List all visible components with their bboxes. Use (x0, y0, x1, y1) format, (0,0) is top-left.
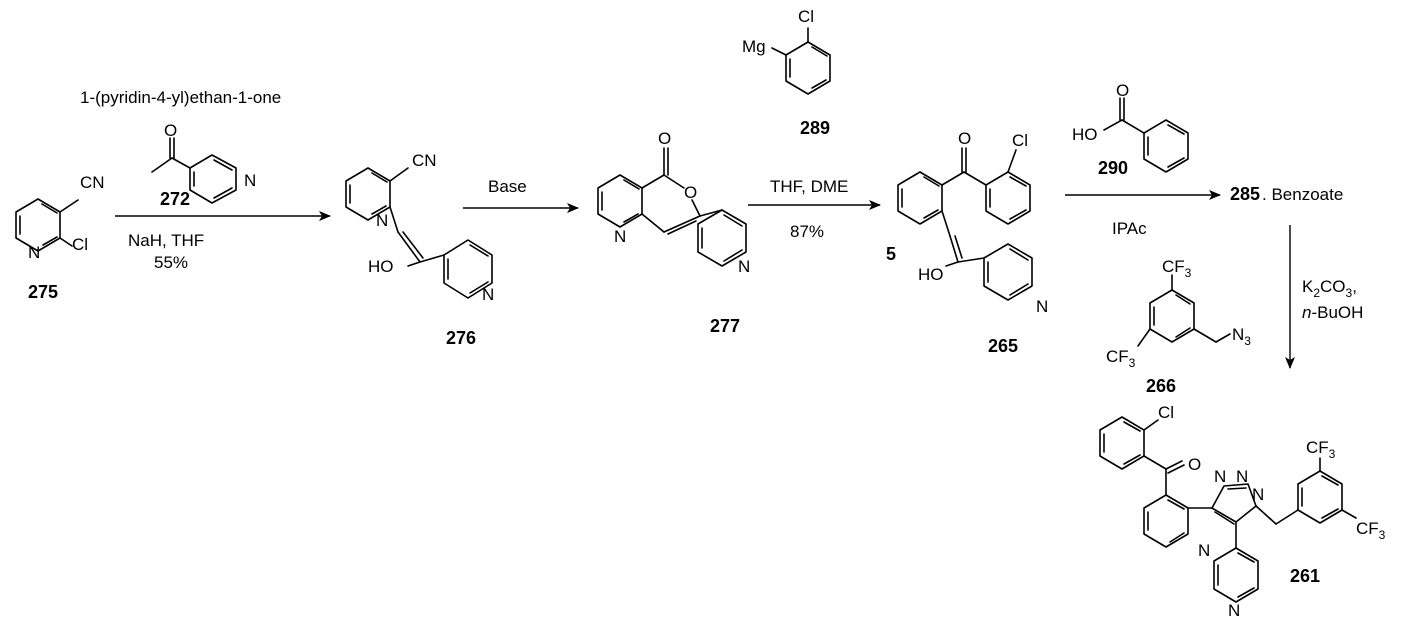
atom-o: O (164, 121, 177, 140)
atom-cf3-top: CF3 (1162, 257, 1192, 280)
atom-ho: HO (1072, 125, 1098, 144)
structure-272: 1-(pyridin-4-yl)ethan-1-one O N 272 (80, 88, 281, 209)
atom-n: N (482, 285, 494, 304)
atom-o: O (1116, 81, 1129, 100)
atom-mg: Mg (742, 37, 766, 56)
atom-n: N (1236, 467, 1248, 486)
atom-n: N (1214, 467, 1226, 486)
atom-o: O (658, 129, 671, 148)
step1-conditions: NaH, THF (128, 231, 204, 250)
atom-cf3-bottom: CF3 (1106, 347, 1136, 370)
structure-261: Cl O N N N N N CF3 CF3 261 (1099, 403, 1386, 620)
label-265: 265 (988, 336, 1018, 356)
step5-solvent: n-BuOH (1302, 303, 1363, 322)
reagent-272-name: 1-(pyridin-4-yl)ethan-1-one (80, 88, 281, 107)
label-275: 275 (28, 282, 58, 302)
atom-cl: Cl (72, 235, 88, 254)
atom-n: N (1252, 485, 1264, 504)
atom-o: O (1188, 455, 1201, 474)
atom-cn: CN (412, 151, 437, 170)
structure-276: CN N HO N 276 (345, 151, 494, 348)
atom-cn: CN (80, 173, 105, 192)
step1-yield: 55% (154, 253, 188, 272)
label-261: 261 (1290, 566, 1320, 586)
atom-cf3-upper: CF3 (1306, 438, 1336, 461)
atom-n: N (28, 243, 40, 262)
label-276: 276 (446, 328, 476, 348)
atom-o: O (958, 129, 971, 148)
structure-266: CF3 CF3 N3 266 (1106, 257, 1251, 396)
step3-yield: 87% (790, 222, 824, 241)
structure-275: CN N Cl 275 (15, 173, 105, 302)
atom-cf3-right: CF3 (1356, 519, 1386, 542)
label-5: 5 (886, 244, 896, 264)
structure-277: O O N N 277 (597, 129, 750, 336)
label-277: 277 (710, 316, 740, 336)
label-272: 272 (160, 189, 190, 209)
atom-cl: Cl (1158, 403, 1174, 422)
atom-n: N (376, 211, 388, 230)
atom-ho: HO (918, 265, 944, 284)
step5-base: K2CO3, (1302, 277, 1357, 300)
atom-n: N (738, 257, 750, 276)
step2-conditions: Base (488, 177, 527, 196)
atom-n: N (614, 227, 626, 246)
atom-cl: Cl (798, 7, 814, 26)
atom-o: O (684, 183, 697, 202)
label-285: 285 (1230, 184, 1260, 204)
label-289: 289 (800, 118, 830, 138)
structure-289: Cl Mg 289 (742, 7, 831, 138)
atom-n3: N3 (1232, 325, 1251, 348)
step4-conditions: IPAc (1112, 219, 1147, 238)
label-285-suffix: . Benzoate (1262, 185, 1343, 204)
step3-conditions: THF, DME (770, 177, 848, 196)
atom-ho: HO (368, 257, 394, 276)
label-290: 290 (1098, 158, 1128, 178)
atom-n: N (1198, 541, 1210, 560)
atom-cl: Cl (1012, 131, 1028, 150)
atom-n: N (244, 171, 256, 190)
structure-265: O Cl HO N 5 265 (886, 129, 1048, 356)
structure-290: O HO 290 (1072, 81, 1189, 178)
atom-n: N (1036, 297, 1048, 316)
label-266: 266 (1146, 376, 1176, 396)
atom-n: N (1228, 601, 1240, 620)
